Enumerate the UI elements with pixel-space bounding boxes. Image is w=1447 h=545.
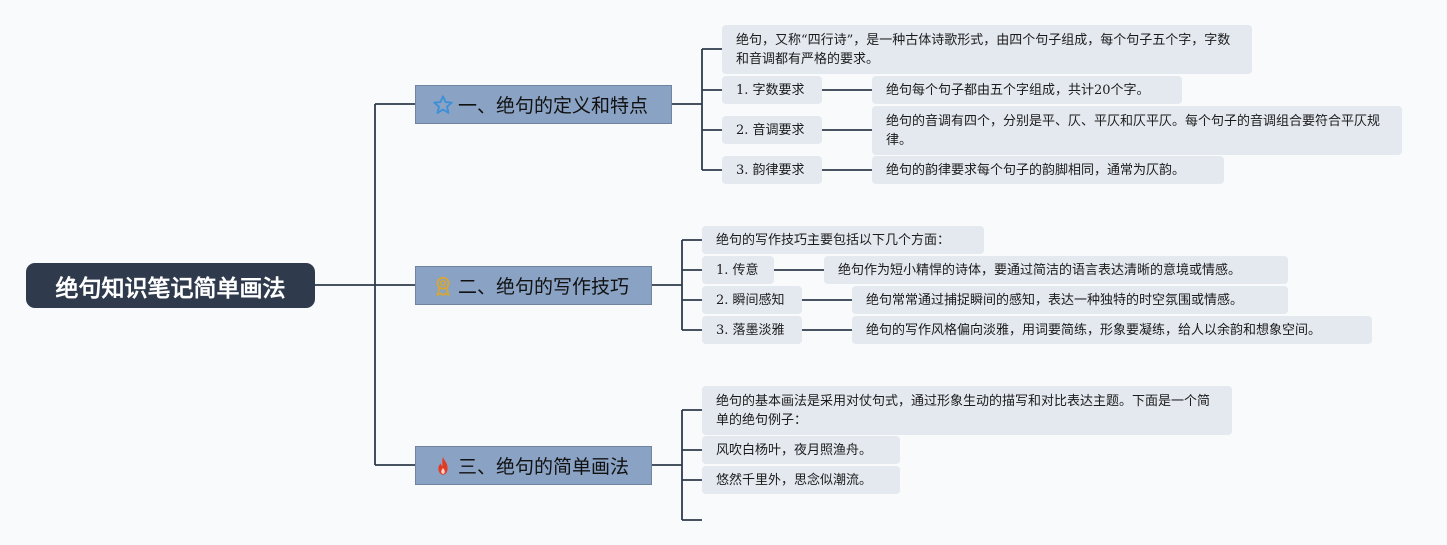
detail-elegant-style[interactable]: 绝句的写作风格偏向淡雅，用词要简练，形象要凝练，给人以余韵和想象空间。 — [852, 316, 1372, 344]
leaf-text: 3. 落墨淡雅 — [716, 322, 785, 338]
branch-label: 二、绝句的写作技巧 — [458, 276, 630, 298]
subtopic-char-count[interactable]: 1. 字数要求 — [722, 76, 822, 104]
star-icon — [432, 94, 454, 116]
award-ribbon-icon — [432, 275, 454, 297]
leaf-text: 1. 传意 — [716, 262, 759, 278]
subtopic-elegant-style[interactable]: 3. 落墨淡雅 — [702, 316, 802, 344]
detail-convey-meaning[interactable]: 绝句作为短小精悍的诗体，要通过简洁的语言表达清晰的意境或情感。 — [824, 256, 1288, 284]
subtopic-convey-meaning[interactable]: 1. 传意 — [702, 256, 774, 284]
leaf-text: 2. 瞬间感知 — [716, 292, 785, 308]
leaf-text: 风吹白杨叶，夜月照渔舟。 — [716, 442, 873, 458]
definition-intro[interactable]: 绝句，又称“四行诗”，是一种古体诗歌形式，由四个句子组成，每个句子五个字，字数和… — [722, 25, 1252, 74]
subtopic-rhyme[interactable]: 3. 韵律要求 — [722, 156, 822, 184]
detail-char-count[interactable]: 绝句每个句子都由五个字组成，共计20个字。 — [872, 76, 1182, 104]
leaf-text: 绝句每个句子都由五个字组成，共计20个字。 — [886, 82, 1150, 98]
leaf-text: 绝句作为短小精悍的诗体，要通过简洁的语言表达清晰的意境或情感。 — [838, 262, 1242, 278]
branch-techniques[interactable]: 二、绝句的写作技巧 — [415, 266, 652, 305]
subtopic-momentary-perception[interactable]: 2. 瞬间感知 — [702, 286, 802, 314]
root-topic[interactable]: 绝句知识笔记简单画法 — [26, 263, 315, 308]
leaf-text: 悠然千里外，思念似潮流。 — [716, 472, 873, 488]
detail-momentary-perception[interactable]: 绝句常常通过捕捉瞬间的感知，表达一种独特的时空氛围或情感。 — [852, 286, 1288, 314]
techniques-intro[interactable]: 绝句的写作技巧主要包括以下几个方面： — [702, 226, 984, 254]
poem-line-2[interactable]: 悠然千里外，思念似潮流。 — [702, 466, 900, 494]
leaf-text: 绝句的写作技巧主要包括以下几个方面： — [716, 232, 951, 248]
fire-icon — [432, 455, 454, 477]
detail-rhyme[interactable]: 绝句的韵律要求每个句子的韵脚相同，通常为仄韵。 — [872, 156, 1224, 184]
branch-drawing-method[interactable]: 三、绝句的简单画法 — [415, 446, 652, 485]
drawing-intro[interactable]: 绝句的基本画法是采用对仗句式，通过形象生动的描写和对比表达主题。下面是一个简单的… — [702, 386, 1232, 435]
leaf-text: 1. 字数要求 — [736, 82, 805, 98]
leaf-text: 绝句常常通过捕捉瞬间的感知，表达一种独特的时空氛围或情感。 — [866, 292, 1244, 308]
branch-definition[interactable]: 一、绝句的定义和特点 — [415, 85, 672, 124]
leaf-text: 3. 韵律要求 — [736, 162, 805, 178]
branch-label: 三、绝句的简单画法 — [458, 456, 630, 478]
leaf-text: 2. 音调要求 — [736, 122, 805, 138]
poem-line-1[interactable]: 风吹白杨叶，夜月照渔舟。 — [702, 436, 900, 464]
branch-label: 一、绝句的定义和特点 — [458, 95, 649, 117]
subtopic-tone[interactable]: 2. 音调要求 — [722, 116, 822, 144]
leaf-text: 绝句，又称“四行诗”，是一种古体诗歌形式，由四个句子组成，每个句子五个字，字数和… — [736, 32, 1231, 67]
leaf-text: 绝句的写作风格偏向淡雅，用词要简练，形象要凝练，给人以余韵和想象空间。 — [866, 322, 1322, 338]
leaf-text: 绝句的韵律要求每个句子的韵脚相同，通常为仄韵。 — [886, 162, 1186, 178]
detail-tone[interactable]: 绝句的音调有四个，分别是平、仄、平仄和仄平仄。每个句子的音调组合要符合平仄规律。 — [872, 106, 1402, 155]
leaf-text: 绝句的基本画法是采用对仗句式，通过形象生动的描写和对比表达主题。下面是一个简单的… — [716, 393, 1211, 428]
leaf-text: 绝句的音调有四个，分别是平、仄、平仄和仄平仄。每个句子的音调组合要符合平仄规律。 — [886, 113, 1381, 148]
